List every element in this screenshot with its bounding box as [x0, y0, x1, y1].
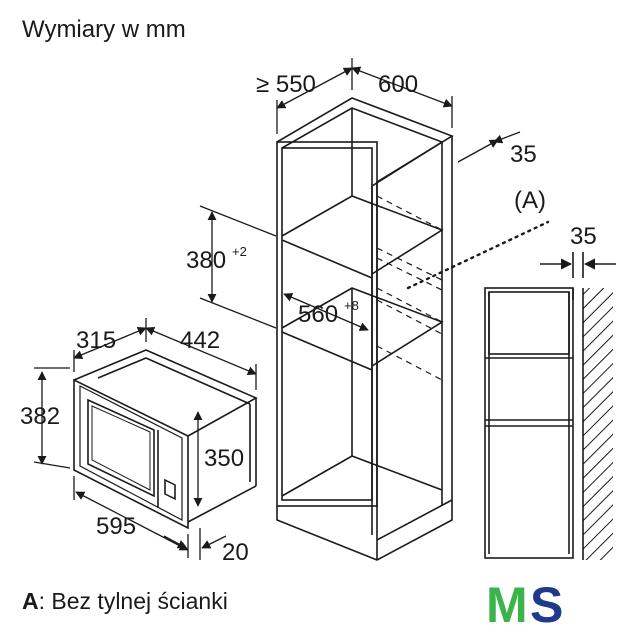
cabinet-hidden-lines [376, 195, 443, 381]
niche-width-label: 560 [298, 301, 338, 328]
cabinet-width-label: 600 [378, 71, 418, 98]
cabinet-top [276, 97, 454, 183]
niche-height-label: 380 [186, 247, 226, 274]
detail-niche [488, 291, 570, 355]
microwave-dimensions [33, 318, 257, 560]
microwave-front-depth-label: 20 [222, 539, 249, 566]
footnote-text: : Bez tylnej ścianki [38, 588, 228, 614]
cabinet-side-gap-label: 35 [510, 141, 537, 168]
microwave-height-label: 382 [20, 403, 60, 430]
microwave-depth-label: 315 [76, 327, 116, 354]
ms-logo: M S [486, 577, 563, 630]
cabinet-dimensions [199, 58, 521, 331]
detail-a-label: (A) [514, 187, 546, 214]
detail-wall-hatch [583, 288, 613, 560]
microwave-width-label: 442 [180, 327, 220, 354]
cabinet-plinth [276, 500, 453, 561]
detail-gap-label: 35 [570, 223, 597, 250]
footnote: A: Bez tylnej ścianki [22, 588, 228, 615]
footnote-key: A [22, 588, 39, 614]
page-title: Wymiary w mm [22, 16, 186, 43]
shelf-upper [281, 195, 444, 275]
logo-letter-s: S [530, 577, 563, 630]
microwave-display [164, 478, 176, 501]
detail-view [484, 252, 616, 560]
microwave-front-width-label: 595 [96, 513, 136, 540]
cabinet-bottom-edge [376, 499, 453, 541]
logo-letter-m: M [486, 577, 528, 630]
detail-cabinet [484, 287, 574, 559]
detail-leader [406, 220, 550, 290]
niche-height-tolerance: +2 [232, 244, 247, 259]
niche-width-tolerance: +8 [344, 298, 359, 313]
cabinet-top-inner [281, 107, 444, 187]
shelf-bottom [281, 455, 443, 497]
microwave-inner-height-label: 350 [204, 445, 244, 472]
cabinet-depth-label: ≥ 550 [256, 71, 316, 98]
cabinet-drawing [276, 97, 454, 561]
microwave-drawing [73, 349, 258, 530]
